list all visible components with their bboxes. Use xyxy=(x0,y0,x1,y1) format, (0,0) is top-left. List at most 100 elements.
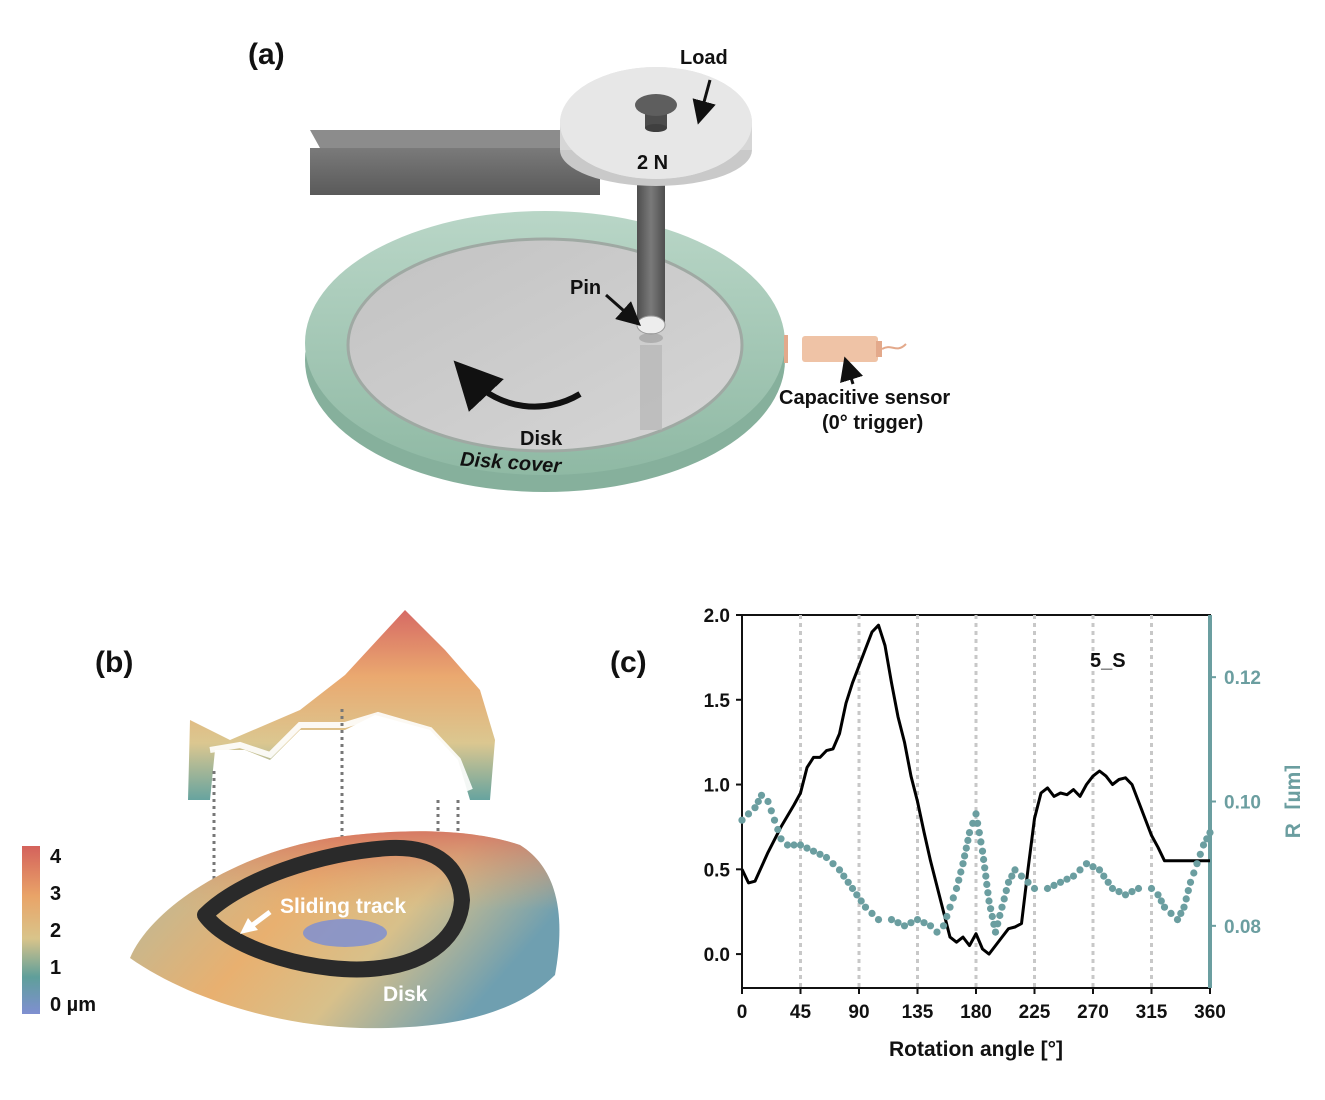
series-1-dot-31 xyxy=(913,916,922,924)
series-1-dot-66 xyxy=(1000,895,1008,903)
x-tick-label-45: 45 xyxy=(790,1002,812,1023)
series-1-dot-65 xyxy=(998,903,1006,911)
series-1-dot-64 xyxy=(996,911,1004,920)
series-1-dot-33 xyxy=(926,922,935,930)
series-1-dot-101 xyxy=(1190,869,1198,877)
series-1-dot-103 xyxy=(1196,850,1204,858)
series-1-dot-0 xyxy=(738,816,746,824)
x-tick-label-225: 225 xyxy=(1019,1002,1051,1023)
series-1-dot-28 xyxy=(894,919,902,927)
pin-pointer-arrow xyxy=(605,293,641,326)
disk-topography-label: Disk xyxy=(383,983,428,1006)
series-1-dot-81 xyxy=(1089,863,1097,871)
series-1-dot-82 xyxy=(1095,866,1104,874)
series-1-dot-53 xyxy=(980,855,988,864)
series-1-dot-69 xyxy=(1008,872,1016,880)
series-1-dot-85 xyxy=(1108,884,1117,893)
y-right-tick-label-1: 0.10 xyxy=(1224,793,1261,814)
surface-topography-render xyxy=(130,610,560,1029)
series-1-dot-41 xyxy=(957,868,965,876)
series-1-dot-27 xyxy=(887,916,896,924)
series-1-dot-58 xyxy=(985,897,993,905)
x-axis-label: Rotation angle [°] xyxy=(889,1038,1063,1061)
sliding-track-ring xyxy=(197,839,470,978)
series-1-dot-55 xyxy=(982,872,990,880)
series-1-dot-51 xyxy=(977,838,985,846)
series-1-dot-96 xyxy=(1177,909,1185,917)
disk-label: Disk xyxy=(520,428,563,450)
series-1-dot-87 xyxy=(1121,891,1130,899)
series-1-dot-43 xyxy=(961,852,969,860)
sensor-label-line2: (0° trigger) xyxy=(822,412,924,434)
series-1-dot-29 xyxy=(900,922,909,930)
series-1-dot-90 xyxy=(1147,884,1156,893)
series-1-dot-80 xyxy=(1082,860,1091,868)
series-1-dot-39 xyxy=(952,884,961,893)
y-left-tick-label-3: 1.5 xyxy=(704,691,731,712)
series-1-dot-75 xyxy=(1050,881,1058,889)
colorbar-tick-0: 0 µm xyxy=(50,994,96,1016)
series-1-dot-60 xyxy=(988,912,996,921)
series-1-dot-76 xyxy=(1056,878,1065,886)
series-1-dot-5 xyxy=(764,797,772,806)
series-1-dot-9 xyxy=(777,835,785,843)
series-1-dot-14 xyxy=(809,847,818,855)
colorbar-tick-1: 1 xyxy=(50,957,62,979)
series-1-dot-37 xyxy=(946,903,954,911)
y-left-tick-label-2: 1.0 xyxy=(704,776,730,797)
series-1-dot-84 xyxy=(1104,878,1112,886)
series-1-dot-105 xyxy=(1203,835,1211,843)
series-1-dot-25 xyxy=(868,909,876,917)
series-1-dot-54 xyxy=(981,864,989,872)
x-tick-label-90: 90 xyxy=(848,1002,869,1023)
series-1-dot-1 xyxy=(744,810,753,818)
series-1-dot-18 xyxy=(835,866,844,874)
series-1-dot-19 xyxy=(840,872,848,880)
load-pointer-arrow xyxy=(692,79,716,125)
series-1-dot-86 xyxy=(1115,888,1123,896)
x-tick-label-0: 0 xyxy=(737,1002,748,1023)
x-tick-label-135: 135 xyxy=(902,1002,934,1023)
series-1-dot-67 xyxy=(1002,887,1010,895)
pin-tip xyxy=(636,315,666,335)
series-1-dot-35 xyxy=(939,922,948,930)
series-1-dot-30 xyxy=(907,919,915,927)
series-1-dot-62 xyxy=(991,928,1000,936)
series-1-dot-98 xyxy=(1182,895,1190,903)
series-1-dot-72 xyxy=(1024,878,1032,886)
series-1-dot-57 xyxy=(984,889,992,897)
series-1-dot-68 xyxy=(1004,878,1013,886)
sensor-pointer-arrow xyxy=(840,356,864,385)
capacitive-sensor xyxy=(784,335,907,363)
series-1-dot-21 xyxy=(848,884,857,893)
series-1-dot-78 xyxy=(1069,872,1078,880)
sliding-track-arrow-icon xyxy=(240,910,272,934)
series-1-dot-88 xyxy=(1128,888,1136,896)
series-0-line xyxy=(740,623,1210,956)
series-1-dot-38 xyxy=(949,894,957,902)
series-1-dot-2 xyxy=(751,804,759,812)
series-1-dot-11 xyxy=(790,841,798,849)
series-1-dot-32 xyxy=(920,919,928,927)
panel-c-label: (c) xyxy=(610,646,647,679)
x-tick-label-360: 360 xyxy=(1194,1002,1226,1023)
pin-on-disk-illustration xyxy=(305,67,907,492)
series-1-dot-3 xyxy=(754,797,762,806)
series-1-dot-8 xyxy=(774,825,782,834)
series-1-dot-50 xyxy=(975,829,983,837)
pin-label: Pin xyxy=(570,277,602,299)
height-colorbar xyxy=(22,846,40,1014)
rotation-arrow-icon xyxy=(453,360,582,412)
y-right-axis-label: Ra [µm] xyxy=(1282,765,1300,839)
series-1-dot-15 xyxy=(816,850,824,858)
series-1-dot-26 xyxy=(874,916,883,924)
series-1-dot-92 xyxy=(1157,897,1165,905)
series-1-dot-104 xyxy=(1199,841,1208,849)
series-1-dot-34 xyxy=(933,928,941,936)
series-1-dot-91 xyxy=(1154,891,1162,899)
series-1-dot-73 xyxy=(1030,884,1039,893)
series-1-dot-89 xyxy=(1134,884,1143,893)
series-1-dot-93 xyxy=(1160,903,1169,911)
